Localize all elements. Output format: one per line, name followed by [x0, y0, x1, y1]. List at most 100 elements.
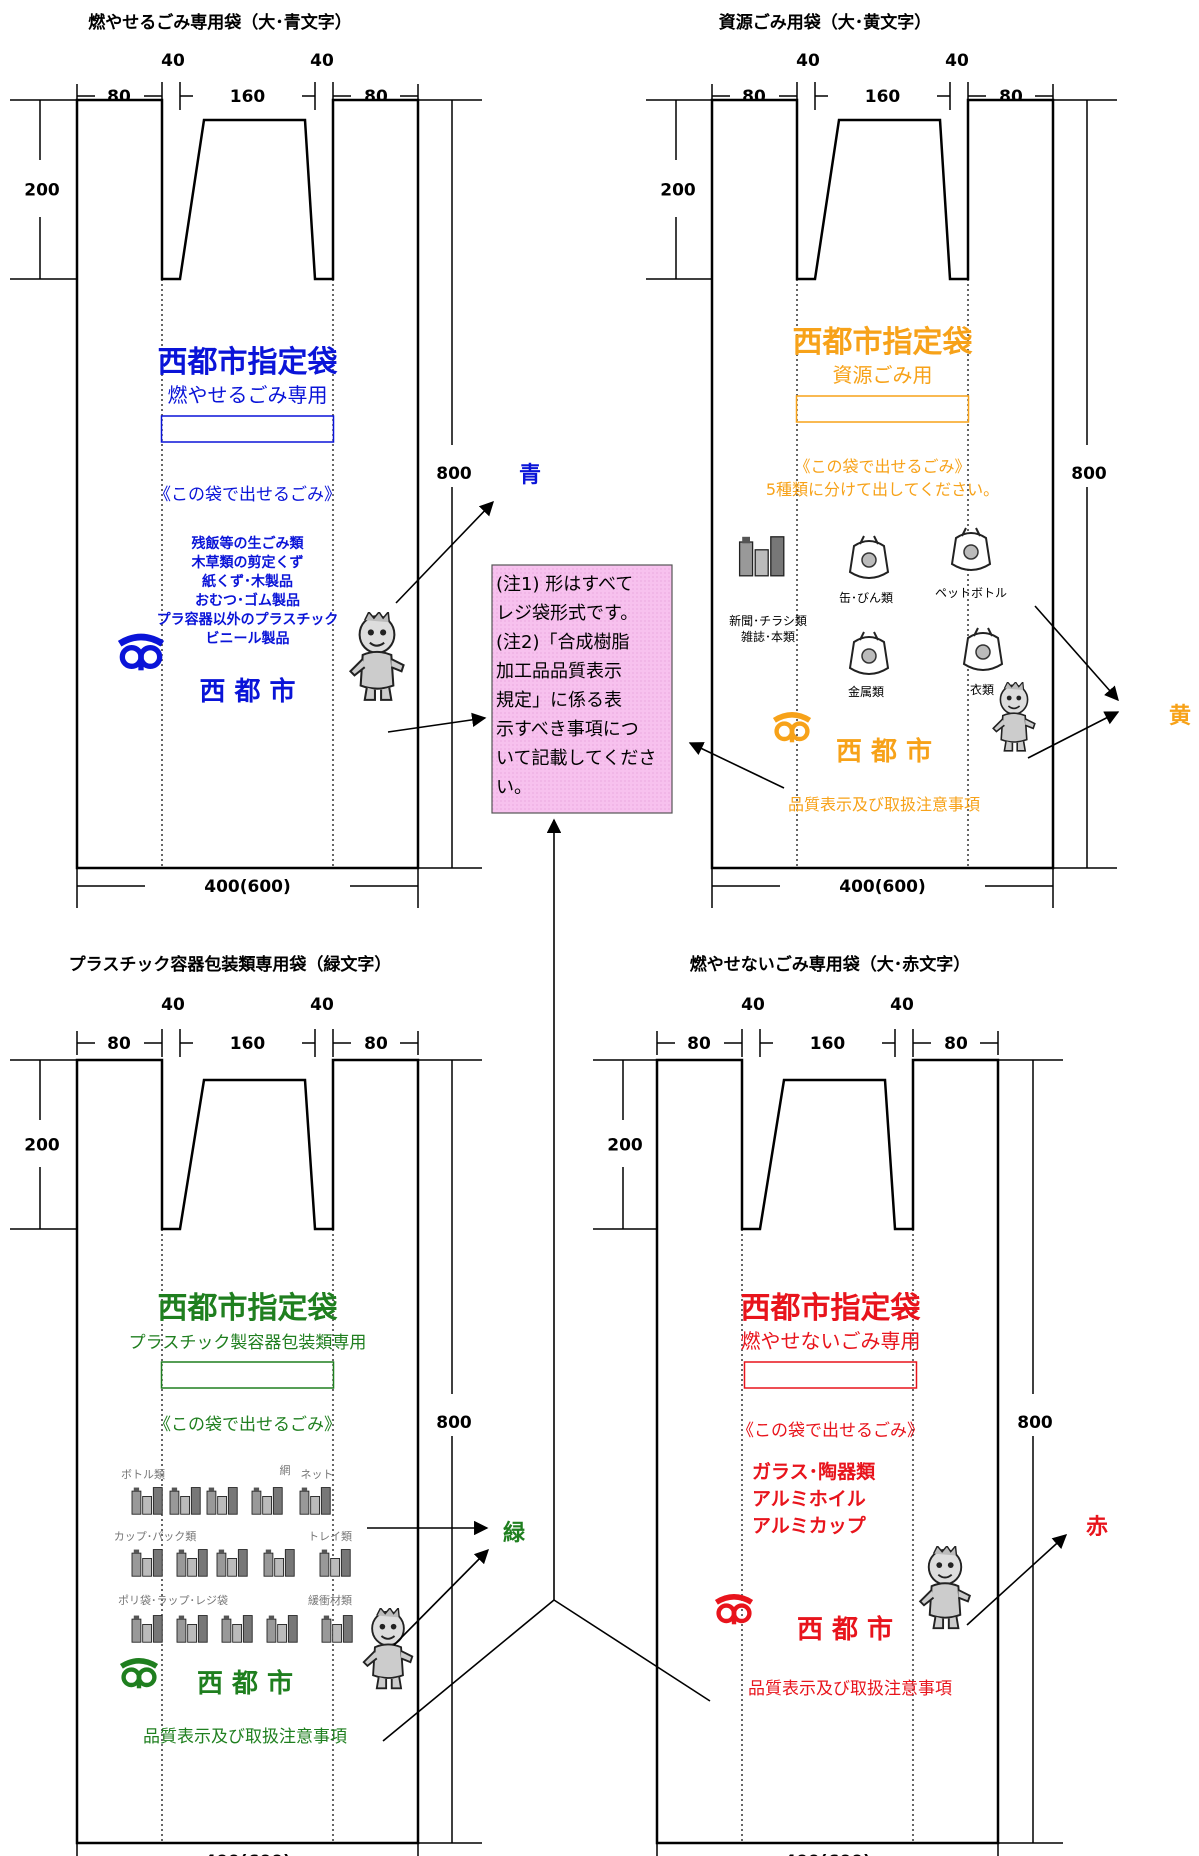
dim-200: 200 — [24, 1136, 60, 1156]
item-2: ネット — [301, 1468, 334, 1481]
city-name: 西 都 市 — [197, 1668, 293, 1699]
dim-80-left: 80 — [107, 1034, 131, 1054]
item-5: ビニール製品 — [206, 630, 290, 647]
item-4: プラ容器以外のプラスチック — [157, 611, 339, 628]
quality-label: 品質表示及び取扱注意事項 — [788, 795, 980, 814]
dim-40-right: 40 — [945, 51, 969, 71]
dim-40-left: 40 — [161, 51, 185, 71]
dim-160: 160 — [810, 1034, 846, 1054]
bag-brand-title: 西都市指定袋 — [793, 325, 973, 360]
dim-80-right: 80 — [364, 1034, 388, 1054]
city-name: 西 都 市 — [836, 736, 932, 767]
bag-subtitle: プラスチック製容器包装類専用 — [129, 1333, 367, 1353]
dim-bottom: 400(600) — [839, 877, 926, 897]
dim-800: 800 — [1071, 464, 1107, 484]
bag-brand-title: 西都市指定袋 — [158, 1291, 338, 1326]
quality-label: 品質表示及び取扱注意事項 — [748, 1679, 952, 1699]
dim-80-left: 80 — [687, 1034, 711, 1054]
item-5: ポリ袋･ラップ･レジ袋 — [118, 1593, 228, 1607]
quality-label: 品質表示及び取扱注意事項 — [143, 1727, 347, 1747]
item-2: アルミカップ — [752, 1514, 867, 1537]
dim-bottom: 400(600) — [784, 1852, 871, 1856]
item-0: 新聞･チラシ類 — [729, 613, 807, 628]
item-2: 缶･びん類 — [839, 591, 893, 605]
dim-40-right: 40 — [310, 51, 334, 71]
color-label-green: 緑 — [503, 1520, 526, 1546]
bag-subtitle: 資源ごみ用 — [833, 363, 933, 387]
dim-40-left: 40 — [741, 995, 765, 1015]
item-6: 緩衝材類 — [308, 1593, 352, 1607]
bag-brand-title: 西都市指定袋 — [741, 1291, 921, 1326]
name-box — [160, 1361, 335, 1389]
name-box — [743, 1361, 918, 1389]
bag-nonburnable: 燃やせないごみ専用袋（大･赤文字） 40 40 80 160 80 200 800 400(60… — [593, 954, 1063, 1856]
item-2: 紙くず･木製品 — [202, 573, 293, 590]
note-line: 加工品品質表示 — [496, 661, 622, 682]
item-0: 残飯等の生ごみ類 — [192, 535, 305, 552]
dim-800: 800 — [1017, 1413, 1053, 1433]
note-line: いて記載してくださ — [496, 748, 656, 769]
color-label-red: 赤 — [1086, 1515, 1108, 1540]
dim-40-left: 40 — [796, 51, 820, 71]
dim-160: 160 — [230, 87, 266, 107]
dim-bottom: 400(600) — [204, 877, 291, 897]
dim-40-right: 40 — [310, 995, 334, 1015]
city-name: 西 都 市 — [199, 676, 295, 707]
dim-200: 200 — [660, 181, 696, 201]
dim-160: 160 — [230, 1034, 266, 1054]
item-1: 雑誌･本類 — [741, 629, 795, 644]
dim-200: 200 — [607, 1136, 643, 1156]
item-0: ボトル類 — [121, 1468, 165, 1481]
bag-brand-title: 西都市指定袋 — [158, 345, 338, 380]
bag-title: 燃やせないごみ専用袋（大･赤文字） — [690, 954, 971, 975]
bag-outline — [75, 1058, 420, 1845]
dim-40-left: 40 — [161, 995, 185, 1015]
bag-subtitle: 燃やせないごみ専用 — [741, 1329, 921, 1353]
item-0: ガラス･陶器類 — [752, 1460, 876, 1483]
bag-plastic: プラスチック容器包装類専用袋（緑文字） 40 40 80 160 80 200 800 400(… — [10, 954, 482, 1856]
bag-outline — [75, 98, 420, 870]
note-line: い。 — [496, 777, 532, 798]
item-4: トレイ類 — [308, 1530, 352, 1543]
dim-bottom: 400(600) — [204, 1852, 291, 1856]
bag-outline — [655, 1058, 1000, 1845]
item-5: 衣類 — [970, 682, 994, 697]
note-line: (注1) 形はすべて — [496, 574, 633, 595]
item-3: カップ･パック類 — [114, 1530, 197, 1543]
color-label-blue: 青 — [519, 463, 541, 488]
city-name: 西 都 市 — [797, 1614, 893, 1645]
can-put-label: 《この袋で出せるごみ》 — [794, 457, 970, 476]
item-1: 木草類の剪定くず — [191, 554, 304, 571]
name-box — [795, 395, 970, 423]
dim-160: 160 — [865, 87, 901, 107]
item-1: 網 — [280, 1463, 291, 1477]
note-line: (注2)「合成樹脂 — [496, 632, 630, 653]
note-line: 規定」に係る表 — [496, 690, 622, 711]
item-3: おむつ･ゴム製品 — [195, 592, 300, 609]
bag-title: プラスチック容器包装類専用袋（緑文字） — [69, 954, 392, 975]
can-put-label: 《この袋で出せるごみ》 — [154, 485, 341, 505]
can-put-label: 《この袋で出せるごみ》 — [737, 1421, 924, 1441]
dim-80-right: 80 — [944, 1034, 968, 1054]
note-line: レジ袋形式です。 — [496, 603, 638, 624]
can-put-label: 《この袋で出せるごみ》 — [154, 1415, 341, 1435]
bag-title: 資源ごみ用袋（大･黄文字） — [719, 12, 932, 33]
dim-200: 200 — [24, 181, 60, 201]
note-line: 示すべき事項につ — [496, 719, 639, 740]
name-box — [160, 415, 335, 443]
dim-800: 800 — [436, 464, 472, 484]
color-label-yellow: 黄 — [1169, 704, 1191, 729]
item-3: ペットボトル — [935, 586, 1007, 600]
dim-40-right: 40 — [890, 995, 914, 1015]
pointer-arrows — [367, 500, 1120, 1742]
item-4: 金属類 — [848, 684, 884, 699]
dim-800: 800 — [436, 1413, 472, 1433]
item-1: アルミホイル — [752, 1488, 866, 1510]
bag-title: 燃やせるごみ専用袋（大･青文字） — [88, 12, 352, 33]
bag-subtitle: 燃やせるごみ専用 — [168, 383, 328, 407]
instruction: 5種類に分けて出してください。 — [766, 480, 999, 499]
